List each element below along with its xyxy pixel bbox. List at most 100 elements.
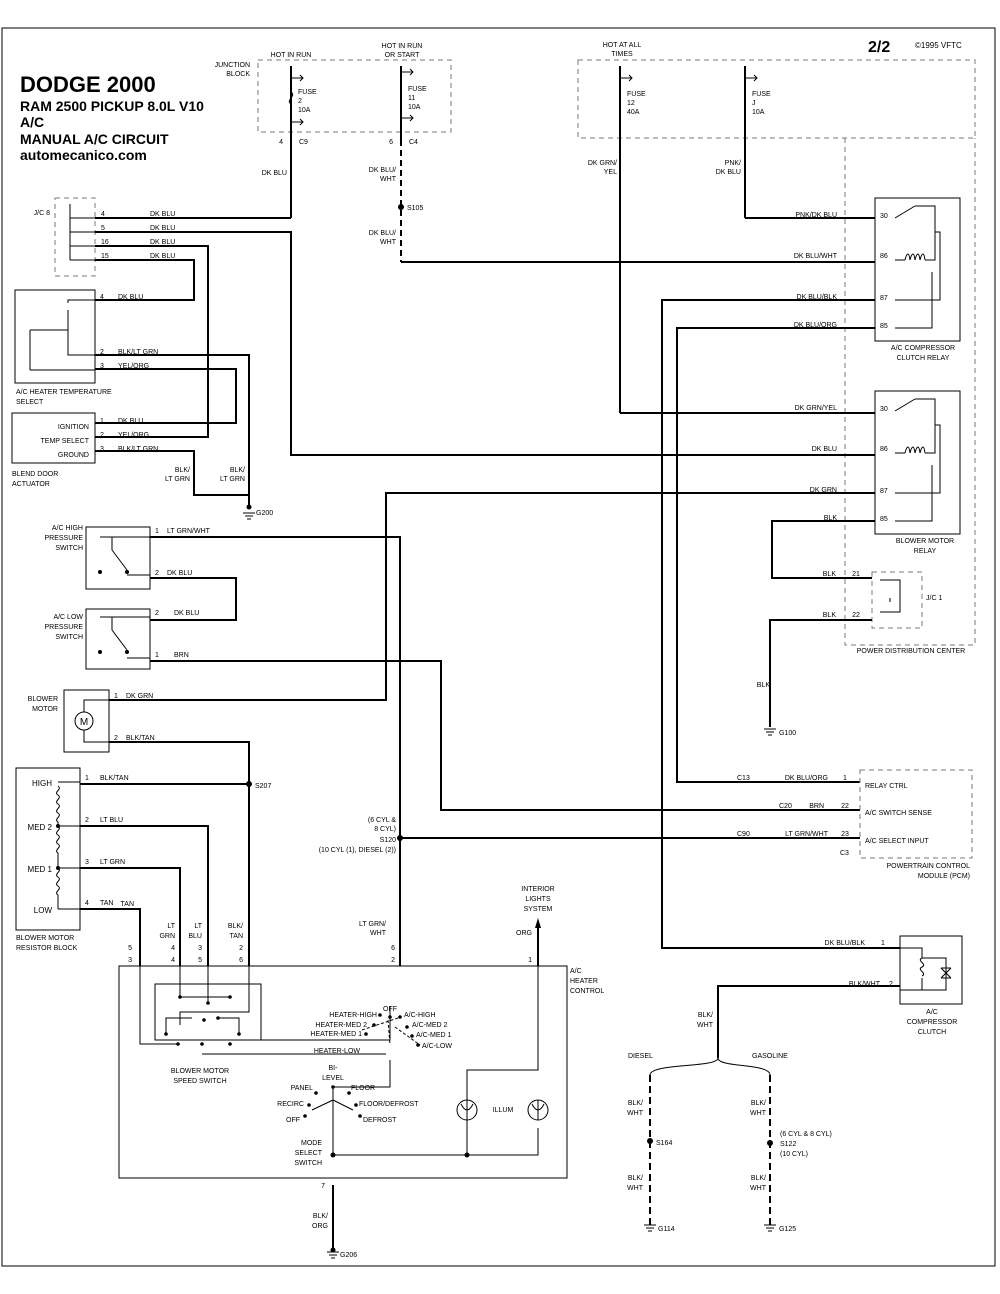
- fuse11-label-3: 10A: [408, 104, 421, 111]
- clutch-relay-wire-85: DK BLU/ORG: [794, 322, 837, 329]
- fan-selector-link: [361, 1017, 421, 1046]
- fuse2-label-2: 2: [298, 98, 302, 105]
- interior-lights-1: INTERIOR: [521, 886, 554, 893]
- resistor-wire-2: LT BLU: [100, 817, 123, 824]
- mode-floor-defrost: FLOOR/DEFROST: [359, 1101, 419, 1108]
- heater-control-label-3: CONTROL: [570, 988, 604, 995]
- pcm-wire-1: DK BLU/ORG: [785, 775, 828, 782]
- blower-motor-pin-2: 2: [114, 735, 118, 742]
- blower-relay-wire-86: DK BLU: [812, 446, 837, 453]
- high-pressure-pin-2: 2: [155, 570, 159, 577]
- temp-select-wire-4: DK BLU: [118, 294, 143, 301]
- resistor-tap-low: LOW: [34, 906, 53, 915]
- wire-low-pressure-brn: [150, 660, 860, 811]
- fan-pos-ac-med1: A/C-MED 1: [416, 1032, 452, 1039]
- c4-pin: 6: [389, 139, 393, 146]
- s122-label-2: S122: [780, 1141, 796, 1148]
- hot-run-start-label-1: HOT IN RUN: [382, 43, 423, 50]
- s164-splice: [647, 1138, 653, 1144]
- pcm-pin-1: 1: [843, 775, 847, 782]
- s122-label-3: (10 CYL): [780, 1151, 808, 1158]
- wires: [80, 217, 900, 1250]
- g200-symbol: [243, 512, 255, 520]
- g100-label: G100: [779, 730, 796, 737]
- temp-select-pin-3: 3: [100, 363, 104, 370]
- low-pressure-label-3: SWITCH: [55, 634, 83, 641]
- clutch-wire-1: DK BLU/BLK: [825, 940, 866, 947]
- low-pressure-box: [85, 608, 151, 670]
- s120-label-2: 8 CYL): [374, 826, 396, 833]
- fusej-out-wire-1: PNK/: [725, 160, 741, 167]
- resistor-node-med2: [56, 824, 60, 828]
- jc1-wire-21: BLK: [823, 571, 837, 578]
- pcm-pin-23: 23: [841, 831, 849, 838]
- col-blktan-label-2: TAN: [230, 933, 243, 940]
- wire-pressure-link: [150, 577, 237, 621]
- pcm-pin-name-1: RELAY CTRL: [865, 783, 908, 790]
- fuse12-out-wire-2: YEL: [604, 169, 617, 176]
- high-pressure-wire-2: DK BLU: [167, 570, 192, 577]
- clutch-relay-label-2: CLUTCH RELAY: [897, 355, 950, 362]
- blower-motor-label-2: MOTOR: [32, 706, 58, 713]
- fuse12-label-3: 40A: [627, 109, 640, 116]
- fan-pos-ac-low: A/C-LOW: [422, 1043, 452, 1050]
- high-pressure-switch: A/C HIGH PRESSURE SWITCH 1 2 LT GRN/WHT …: [44, 525, 211, 590]
- blower-relay-pin-30: 30: [880, 406, 888, 413]
- col-ltgrn-label-1: LT: [167, 923, 175, 930]
- s105-splice: [398, 204, 404, 210]
- s120-label-1: (6 CYL &: [368, 817, 396, 824]
- jc1-wire-22: BLK: [823, 612, 837, 619]
- wire-clutch-2: [717, 985, 900, 1058]
- low-pressure-wire-1: BRN: [174, 652, 189, 659]
- pdc-fuses: HOT AT ALL TIMES FUSE 12 40A FUSE J 10A …: [577, 42, 976, 413]
- blower-relay-wire-85: BLK: [824, 515, 838, 522]
- gas-wire-2b: WHT: [750, 1185, 767, 1192]
- interior-lights-3: SYSTEM: [524, 906, 553, 913]
- col-ltblu-p1: 3: [198, 945, 202, 952]
- jc8-pin-4: 15: [101, 253, 109, 260]
- g206-label: G206: [340, 1252, 357, 1259]
- low-pressure-contacts: [100, 616, 150, 659]
- fuse12-out-wire-1: DK GRN/: [588, 160, 617, 167]
- col-tan-p2: 3: [128, 957, 132, 964]
- blend-door-pin-1: 1: [100, 418, 104, 425]
- fuse2-arrow-bottom: [291, 118, 304, 126]
- blend-door-gnd-wire-2b: LT GRN: [220, 476, 245, 483]
- title-make-year: DODGE 2000: [20, 72, 156, 97]
- col-blktan-p1: 2: [239, 945, 243, 952]
- clutch-gasoline: GASOLINE: [752, 1053, 788, 1060]
- interior-lights-2: LIGHTS: [525, 896, 551, 903]
- wire-blend-ground: [95, 450, 249, 496]
- speed-switch-label-1: BLOWER MOTOR: [171, 1068, 229, 1075]
- g125-symbol: [764, 1224, 776, 1232]
- fuse2-label-1: FUSE: [298, 89, 317, 96]
- col-org-label: ORG: [516, 930, 532, 937]
- low-pressure-contact-a: [98, 650, 102, 654]
- fuse11-label-2: 11: [408, 95, 415, 102]
- clutch-pin-1: 1: [881, 940, 885, 947]
- col-tan-p1: 5: [128, 945, 132, 952]
- fan-selector-contacts: [364, 1013, 420, 1047]
- resistor-taps: [58, 781, 80, 910]
- col-ltgrnwht-p2: 2: [391, 957, 395, 964]
- mode-select-1: MODE: [301, 1140, 322, 1147]
- mode-recirc: RECIRC: [277, 1101, 304, 1108]
- resistor-block: HIGH MED 2 MED 1 LOW BLOWER MOTOR RESIST…: [15, 767, 129, 952]
- temp-select-label-1: A/C HEATER TEMPERATURE: [16, 389, 112, 396]
- clutch-relay-wire-87: DK BLU/BLK: [797, 294, 838, 301]
- gas-wire-1a: BLK/: [751, 1100, 766, 1107]
- resistor-ladder: [56, 785, 60, 909]
- low-pressure-switch: A/C LOW PRESSURE SWITCH 2 1 DK BLU BRN: [44, 608, 199, 670]
- pcm-outline: [859, 769, 973, 859]
- hot-run-start-label-2: OR START: [385, 52, 420, 59]
- pcm-conn-c13: C13: [737, 775, 750, 782]
- high-pressure-label-1: A/C HIGH: [52, 525, 83, 532]
- c9-connector: C9: [299, 139, 308, 146]
- jc8-outline: [54, 197, 96, 277]
- blend-door-pin-3: 3: [100, 446, 104, 453]
- blend-door-gnd-wire-1a: BLK/: [175, 467, 190, 474]
- fan-pos-heater-med1: HEATER-MED 1: [310, 1031, 362, 1038]
- fuse12-label-1: FUSE: [627, 91, 646, 98]
- col-ltblu-label-1: LT: [194, 923, 202, 930]
